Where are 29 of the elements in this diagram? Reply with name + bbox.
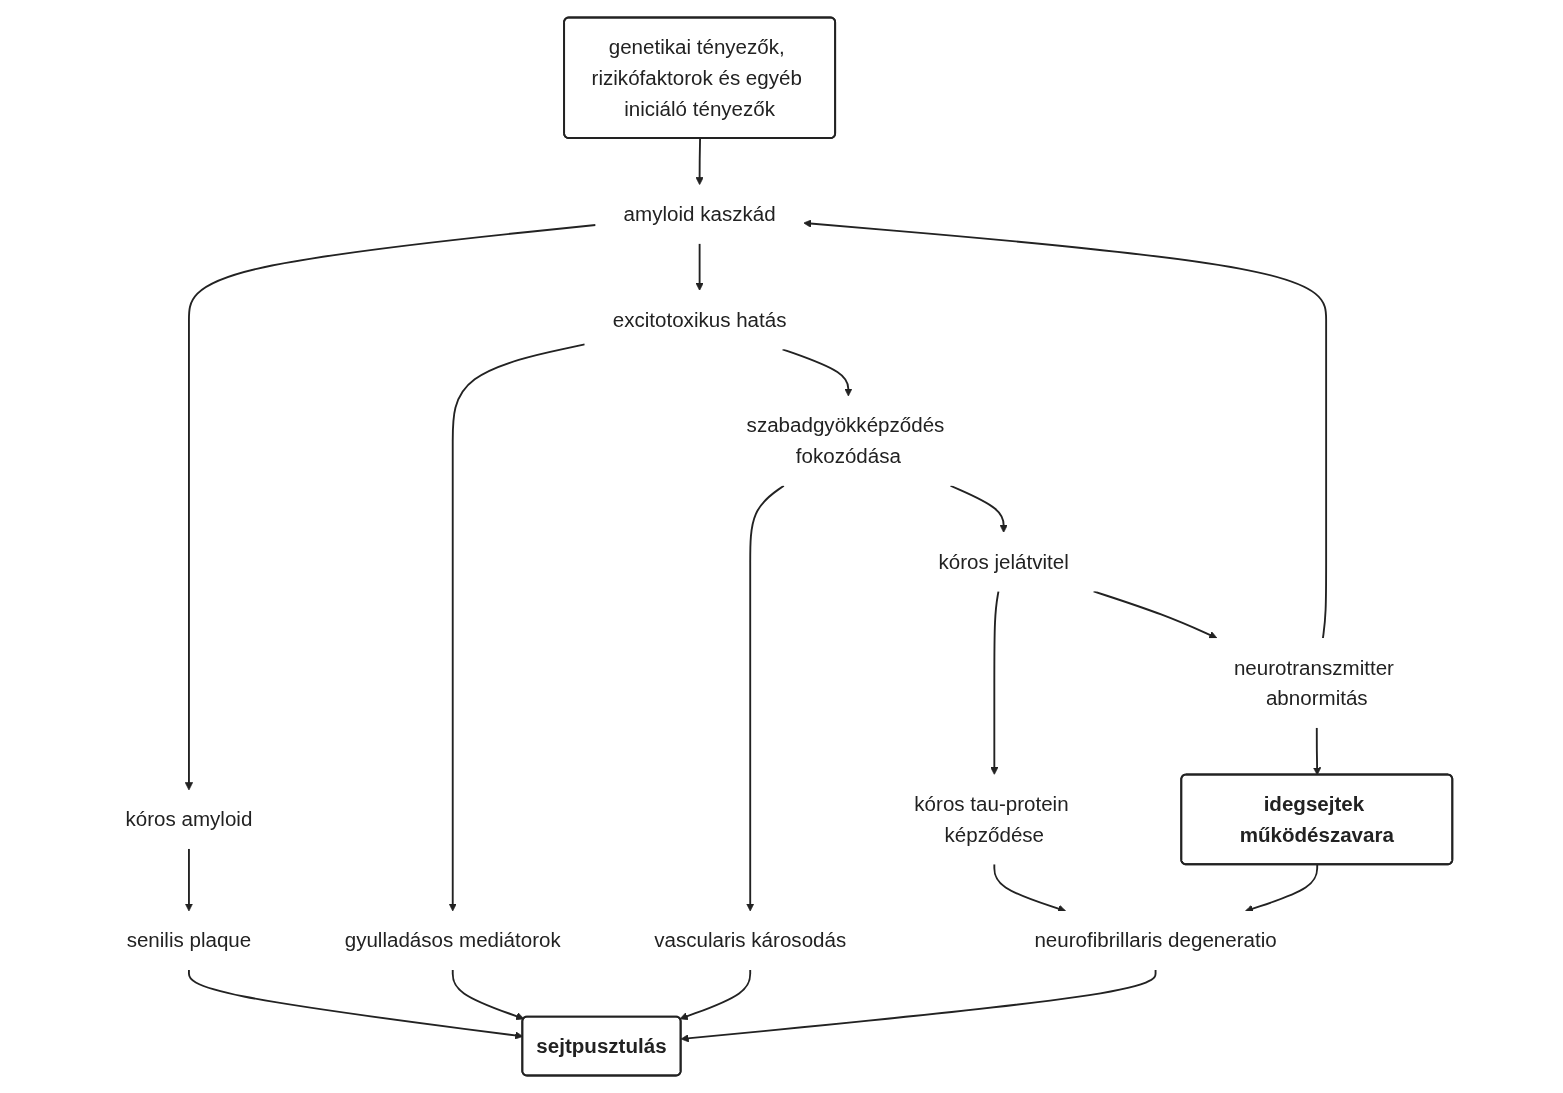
arrow — [745, 484, 785, 912]
arrow — [802, 219, 1327, 640]
node-text: neurofibrillaris degeneratio — [1033, 928, 1277, 953]
arrow — [1244, 863, 1318, 913]
arrow — [1092, 590, 1217, 639]
arrow — [680, 968, 1157, 1043]
arrow — [949, 484, 1008, 533]
node-text: excitotoxikus hatás — [612, 308, 787, 332]
arrow — [781, 348, 853, 397]
arrow — [695, 242, 704, 291]
node-text: senilis plaque — [126, 928, 251, 953]
arrow — [989, 590, 999, 775]
node-text: kóros tau-protein képződése — [913, 792, 1069, 847]
arrow — [451, 968, 524, 1021]
arrow — [993, 863, 1066, 913]
node-text: vascularis károsodás — [653, 928, 846, 953]
arrow — [184, 847, 193, 912]
arrow — [695, 137, 704, 186]
arrow — [448, 343, 586, 912]
node-text: amyloid kaszkád — [623, 202, 776, 226]
arrow — [1312, 726, 1321, 776]
node-text: kóros jelátvitel — [938, 550, 1069, 574]
node-text: kóros amyloid — [125, 807, 252, 832]
arrow — [184, 224, 597, 791]
arrow — [679, 968, 751, 1021]
node-text: szabadgyökképződés fokozódása — [746, 413, 944, 468]
arrow — [187, 968, 523, 1040]
node-text: gyulladásos mediátorok — [344, 928, 561, 953]
node-text: neurotranszmitter abnormitás — [1233, 655, 1394, 711]
